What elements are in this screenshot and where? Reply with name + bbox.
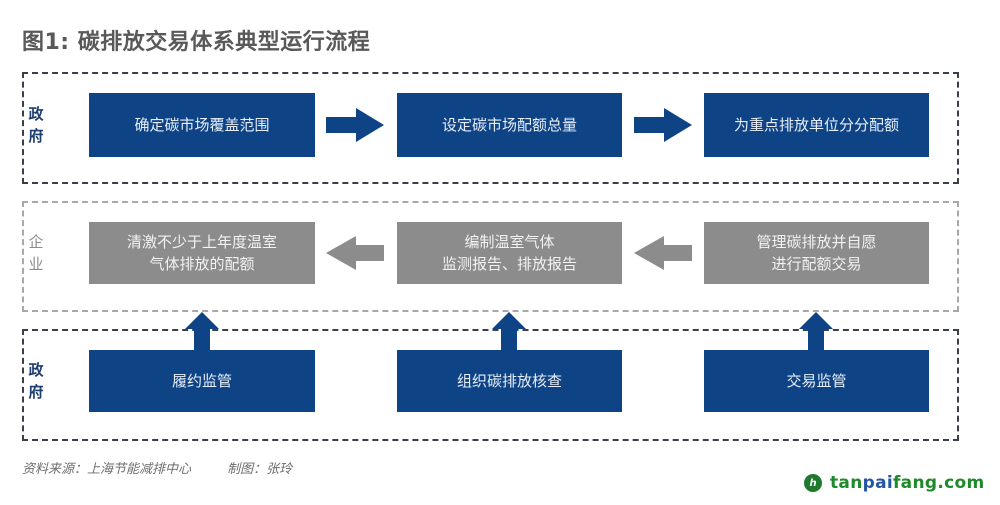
step-text-line-1: 清激不少于上年度温室 (126, 233, 277, 251)
arrow-right-icon (326, 108, 384, 142)
step-trading-supervision: 交易监管 (704, 350, 929, 412)
step-text-line-2: 气体排放的配额 (149, 255, 255, 273)
credit-text: 制图：张玲 (227, 462, 293, 477)
row-1-label: 政 府 (22, 103, 50, 147)
row-1-label-line-1: 政 (28, 105, 44, 123)
arrow-up-icon (492, 312, 526, 350)
step-text: 组织碳排放核查 (456, 372, 562, 390)
arrow-up-icon (185, 312, 219, 350)
watermark-part-2: pai (862, 473, 893, 493)
step-set-allowance-cap: 设定碳市场配额总量 (397, 93, 622, 157)
arrow-left-icon (326, 236, 384, 270)
step-text: 履约监管 (171, 372, 232, 390)
figure-title: 图1: 碳排放交易体系典型运行流程 (22, 30, 371, 55)
step-text-line-1: 编制温室气体 (464, 233, 555, 251)
step-text: 交易监管 (786, 372, 847, 390)
step-manage-and-trade: 管理碳排放并自愿 进行配额交易 (704, 222, 929, 284)
row-2-label-line-1: 企 (28, 233, 44, 251)
row-2-label-line-2: 业 (28, 255, 44, 273)
row-3-label-line-1: 政 (28, 361, 44, 379)
watermark-text: tanpaifang.com (830, 473, 984, 493)
row-1-label-line-2: 府 (28, 127, 44, 145)
source-text: 资料来源：上海节能减排中心 (22, 462, 192, 477)
watermark: h tanpaifang.com (804, 473, 984, 493)
arrow-right-icon (634, 108, 692, 142)
step-text: 为重点排放单位分分配额 (733, 116, 899, 134)
step-surrender-allowances: 清激不少于上年度温室 气体排放的配额 (89, 222, 315, 284)
step-text: 确定碳市场覆盖范围 (134, 116, 270, 134)
government-row-1-frame (22, 72, 959, 184)
step-prepare-reports: 编制温室气体 监测报告、排放报告 (397, 222, 622, 284)
row-2-label: 企 业 (22, 231, 50, 275)
watermark-part-3: fang.com (892, 473, 985, 493)
government-row-2-frame (22, 329, 959, 441)
step-define-market-scope: 确定碳市场覆盖范围 (89, 93, 315, 157)
arrow-left-icon (634, 236, 692, 270)
step-allocate-allowances: 为重点排放单位分分配额 (704, 93, 929, 157)
step-text-line-2: 监测报告、排放报告 (441, 255, 577, 273)
row-3-label-line-2: 府 (28, 383, 44, 401)
step-text-line-1: 管理碳排放并自愿 (756, 233, 877, 251)
watermark-part-1: tan (830, 473, 863, 493)
step-organize-verification: 组织碳排放核查 (397, 350, 622, 412)
enterprise-row-frame (22, 201, 959, 312)
step-compliance-supervision: 履约监管 (89, 350, 315, 412)
row-3-label: 政 府 (22, 359, 50, 403)
step-text-line-2: 进行配额交易 (771, 255, 862, 273)
figure-source: 资料来源：上海节能减排中心 制图：张玲 (22, 458, 324, 477)
step-text: 设定碳市场配额总量 (441, 116, 577, 134)
watermark-logo-icon: h (804, 474, 822, 492)
arrow-up-icon (799, 312, 833, 350)
